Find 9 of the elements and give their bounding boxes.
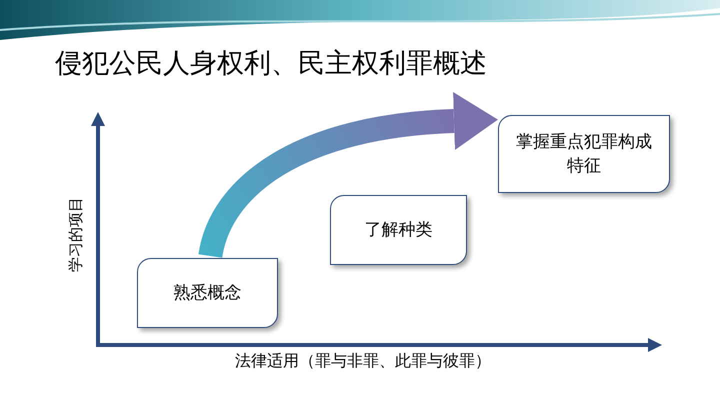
slide-title: 侵犯公民人身权利、民主权利罪概述 bbox=[55, 50, 487, 77]
step-box bbox=[498, 115, 670, 193]
step-text: 熟悉概念 bbox=[172, 282, 242, 304]
step-box bbox=[137, 258, 278, 328]
step-text: 掌握重点犯罪构成特征 bbox=[516, 131, 652, 177]
step-box bbox=[330, 195, 467, 265]
axis-label: 法律适用（罪与非罪、此罪与彼罪） bbox=[235, 352, 491, 372]
axis-label: 学习的项目 bbox=[66, 196, 85, 272]
step-text: 了解种类 bbox=[364, 219, 434, 241]
